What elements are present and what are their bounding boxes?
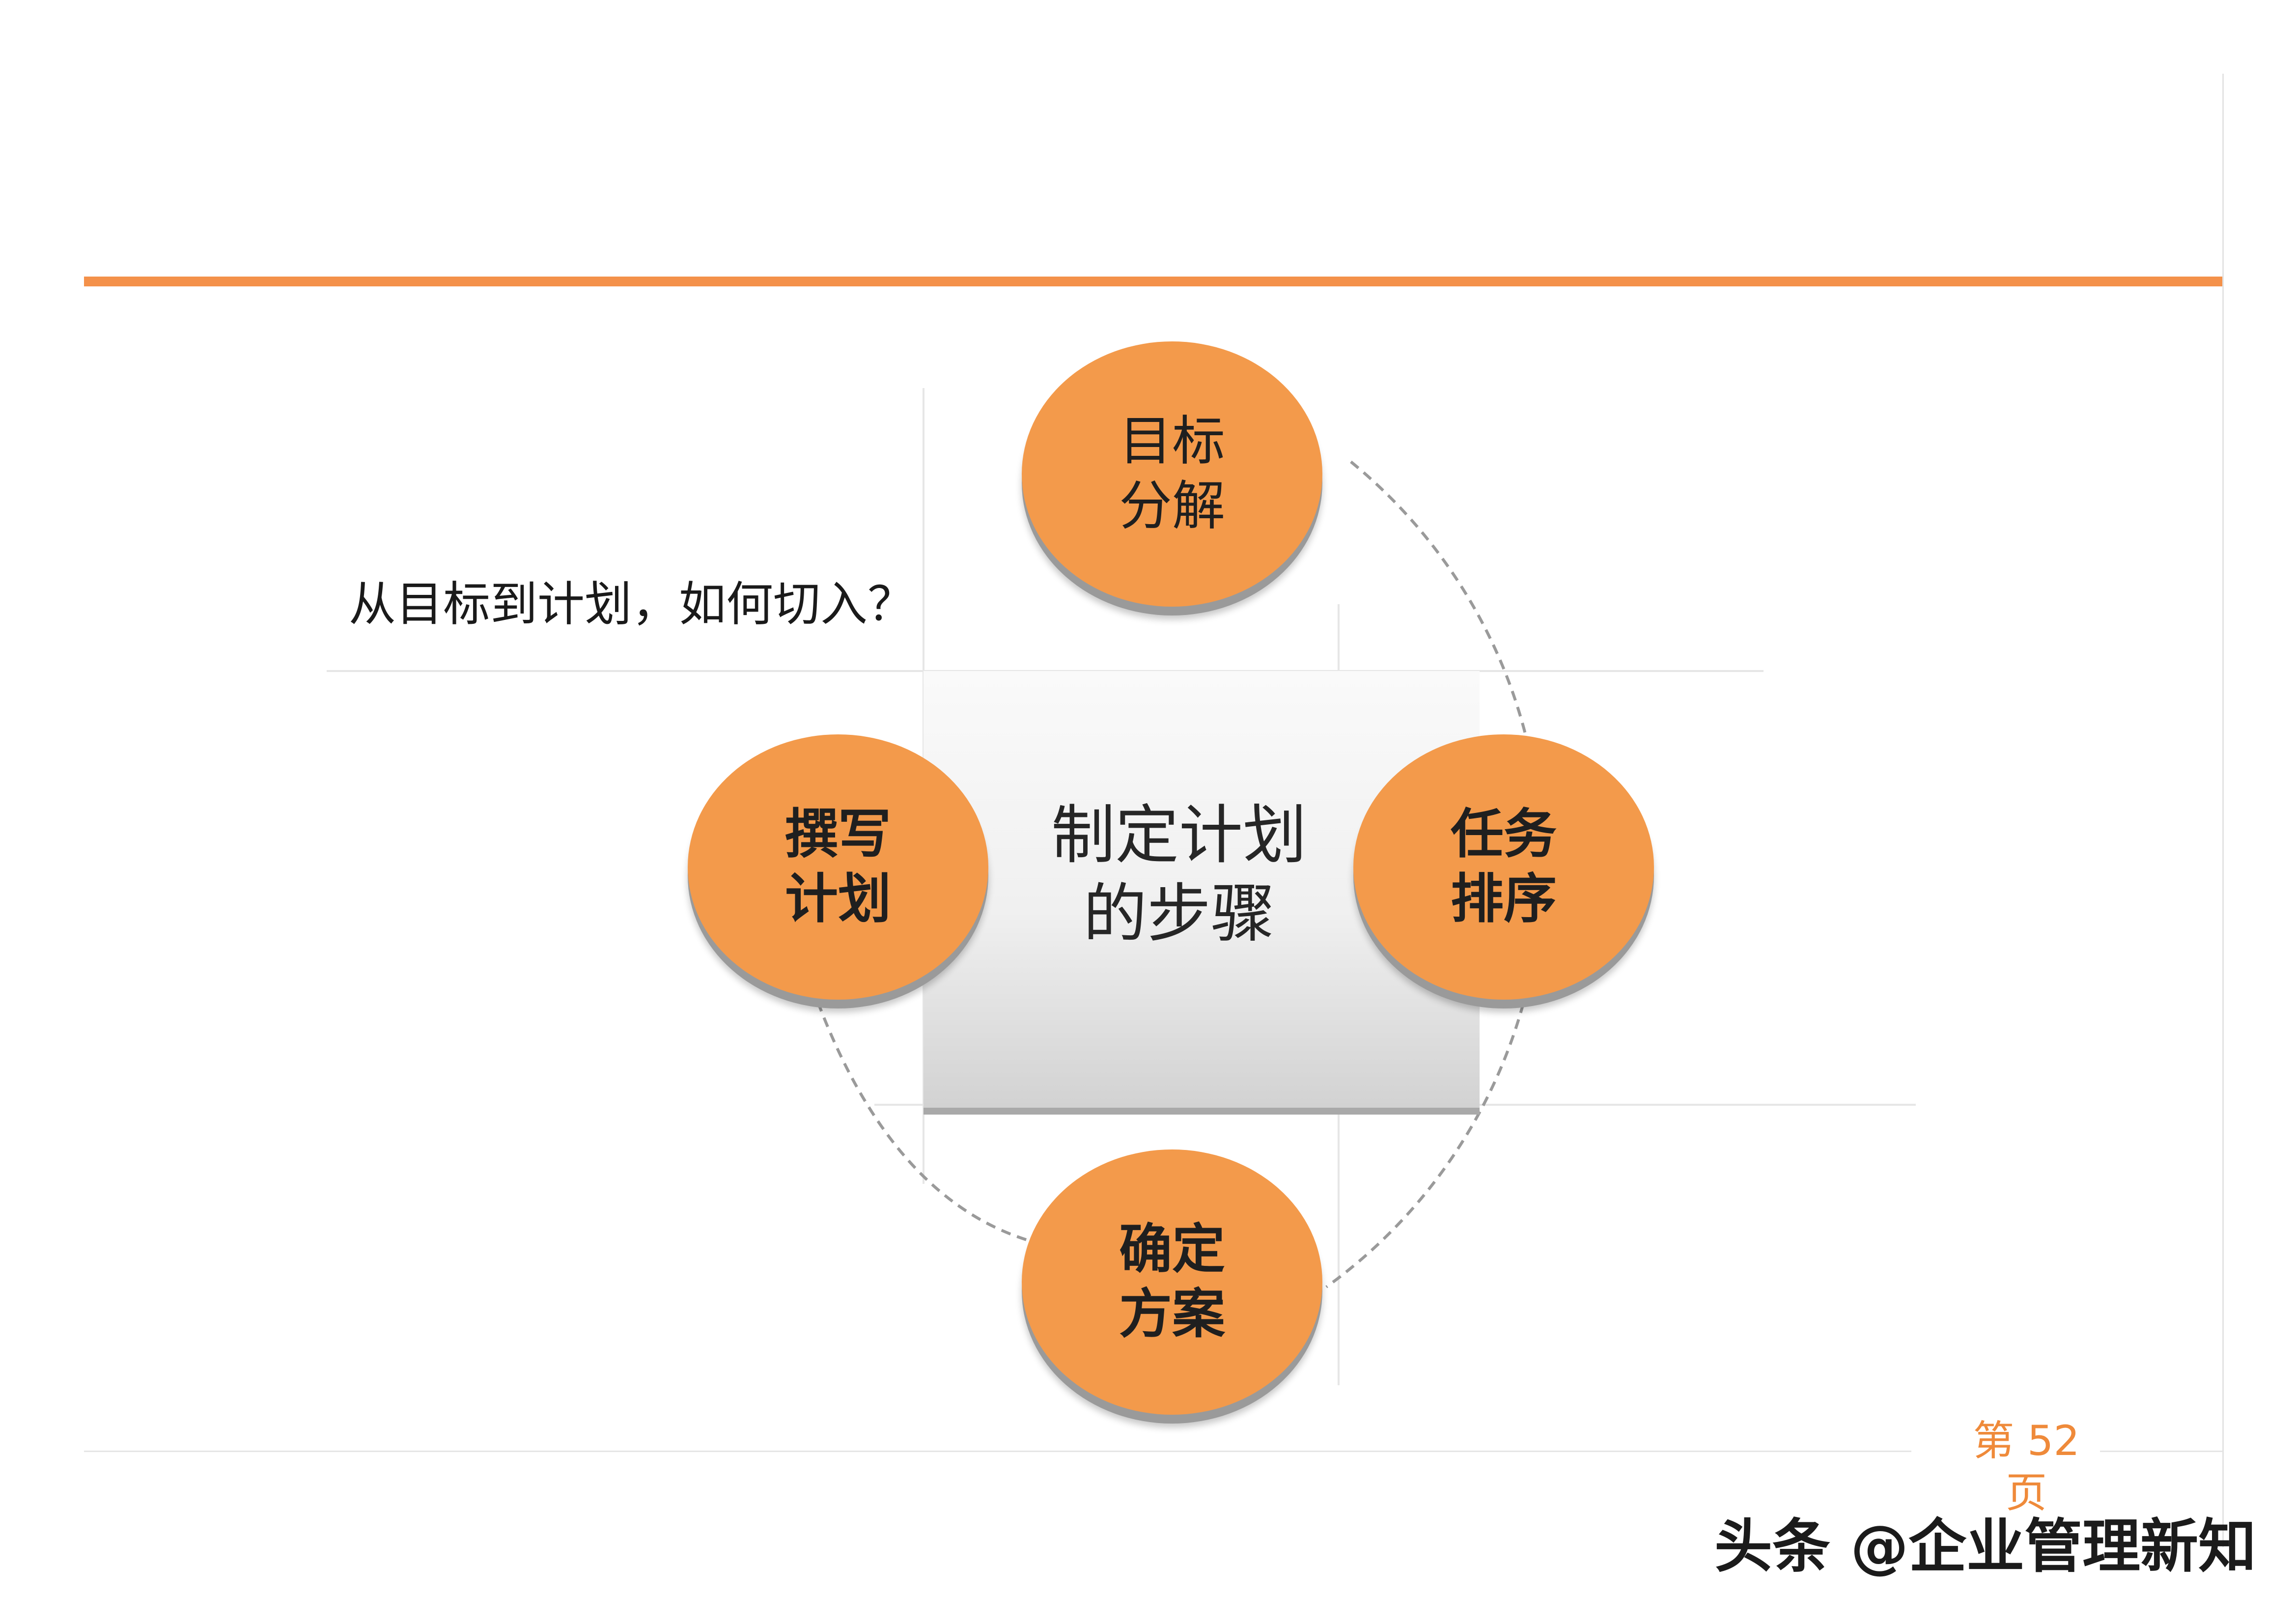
step-label-line1: 目标 (1119, 411, 1225, 472)
page-number: 第 52 页 (1953, 1415, 2100, 1519)
page-number-line1: 第 52 (1953, 1415, 2100, 1467)
center-title-line2: 的步骤 (1083, 876, 1275, 951)
center-title-line1: 制定计划 (1051, 798, 1307, 872)
step-circle-task-ordering: 任务 排序 (1353, 734, 1654, 1000)
page-suffix: 页 (2005, 1469, 2047, 1517)
step-label-line2: 计划 (784, 868, 891, 930)
page-number-value: 52 (2027, 1417, 2080, 1465)
footer-divider-right (2100, 1451, 2222, 1452)
step-label-line1: 任务 (1450, 804, 1557, 865)
watermark: 头条 @企业管理新知 (1714, 1512, 2257, 1580)
step-circle-goal-breakdown: 目标 分解 (1022, 341, 1322, 607)
right-border-line (2222, 74, 2224, 1547)
slide-question: 从目标到计划，如何切入？ (349, 577, 915, 632)
header-accent-bar (84, 277, 2222, 286)
step-label-line2: 排序 (1450, 868, 1557, 930)
step-label-line1: 撰写 (784, 804, 891, 865)
step-label-line2: 分解 (1119, 476, 1225, 537)
dashed-cycle-arc-left (816, 1001, 1037, 1244)
step-label-line1: 确定 (1119, 1219, 1225, 1280)
step-circle-decide-plan: 确定 方案 (1022, 1149, 1322, 1415)
footer-divider (84, 1451, 1911, 1452)
center-title: 制定计划 的步骤 (924, 796, 1434, 953)
step-circle-write-plan: 撰写 计划 (688, 734, 988, 1000)
page-prefix: 第 (1973, 1417, 2015, 1465)
step-label-line2: 方案 (1119, 1284, 1225, 1345)
